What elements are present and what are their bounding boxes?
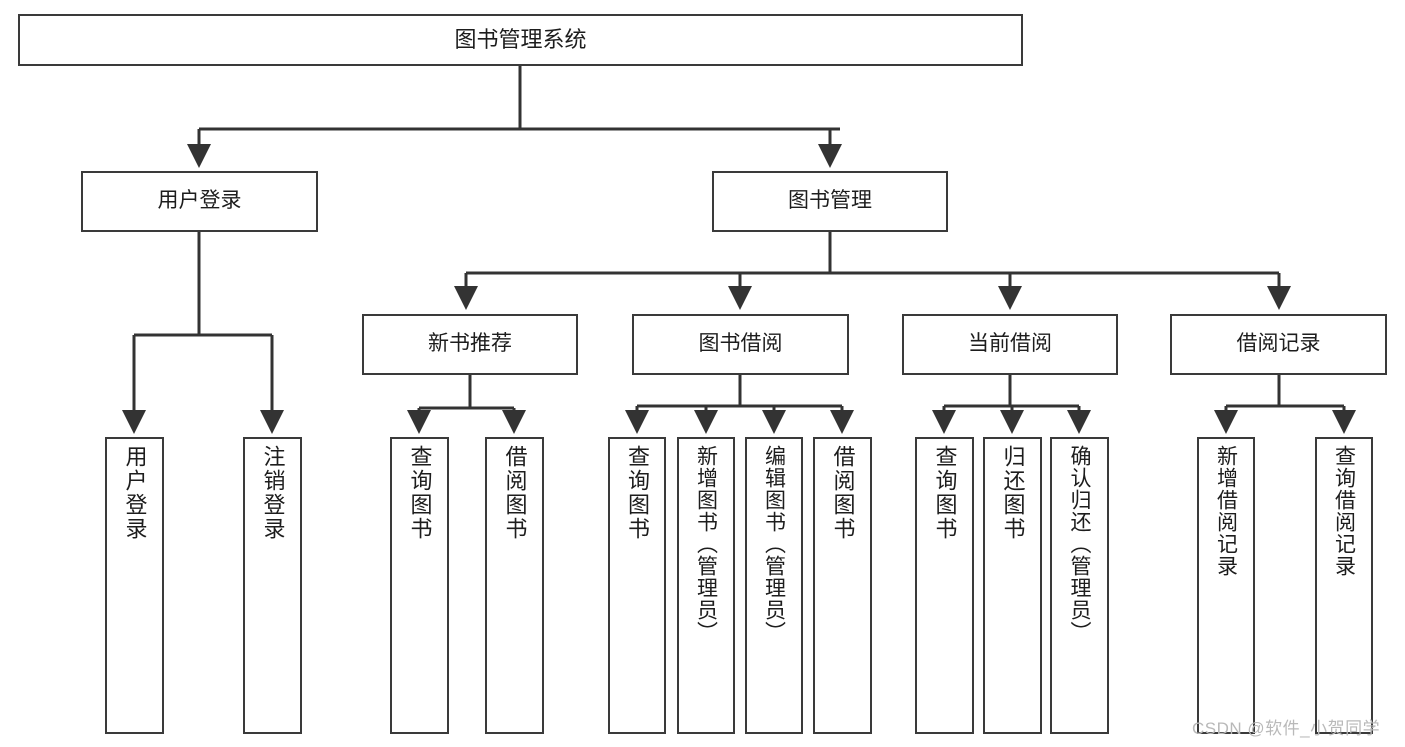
leaf-return-book[interactable]: 归还图书 bbox=[983, 437, 1042, 734]
node-label: 当前借阅 bbox=[968, 332, 1052, 356]
node-root-book-management-system[interactable]: 图书管理系统 bbox=[18, 14, 1023, 66]
leaf-query-book-current[interactable]: 查询图书 bbox=[915, 437, 974, 734]
node-label: 借阅图书 bbox=[830, 445, 856, 541]
node-label: 查询借阅记录 bbox=[1332, 445, 1356, 577]
node-book-borrow[interactable]: 图书借阅 bbox=[632, 314, 849, 375]
node-label: 借阅记录 bbox=[1236, 332, 1321, 356]
node-label: 查询图书 bbox=[932, 445, 958, 541]
node-label: 图书管理系统 bbox=[454, 27, 587, 53]
leaf-user-login[interactable]: 用户登录 bbox=[105, 437, 164, 734]
leaf-query-borrow-record[interactable]: 查询借阅记录 bbox=[1315, 437, 1373, 734]
leaf-add-borrow-record[interactable]: 新增借阅记录 bbox=[1197, 437, 1255, 734]
node-book-management[interactable]: 图书管理 bbox=[712, 171, 948, 232]
node-label: 用户登录 bbox=[122, 445, 148, 541]
node-label: 用户登录 bbox=[157, 189, 242, 213]
node-label: 查询图书 bbox=[625, 445, 650, 541]
leaf-confirm-return-admin[interactable]: 确认归还（管理员） bbox=[1050, 437, 1109, 734]
leaf-borrow-book-recommend[interactable]: 借阅图书 bbox=[485, 437, 544, 734]
leaf-add-book-admin[interactable]: 新增图书（管理员） bbox=[677, 437, 735, 734]
node-label: 归还图书 bbox=[1000, 445, 1026, 541]
leaf-logout[interactable]: 注销登录 bbox=[243, 437, 302, 734]
node-label: 新书推荐 bbox=[428, 332, 512, 356]
leaf-query-book-recommend[interactable]: 查询图书 bbox=[390, 437, 449, 734]
node-label: 新增借阅记录 bbox=[1214, 445, 1238, 577]
node-label: 确认归还（管理员） bbox=[1068, 445, 1091, 643]
node-label: 图书管理 bbox=[788, 189, 872, 213]
node-label: 注销登录 bbox=[260, 445, 286, 541]
node-label: 借阅图书 bbox=[502, 445, 528, 541]
node-label: 图书借阅 bbox=[698, 332, 783, 356]
node-borrow-record[interactable]: 借阅记录 bbox=[1170, 314, 1387, 375]
leaf-edit-book-admin[interactable]: 编辑图书（管理员） bbox=[745, 437, 803, 734]
node-label: 编辑图书（管理员） bbox=[762, 445, 786, 643]
leaf-borrow-book[interactable]: 借阅图书 bbox=[813, 437, 872, 734]
node-new-book-recommend[interactable]: 新书推荐 bbox=[362, 314, 578, 375]
node-current-borrow[interactable]: 当前借阅 bbox=[902, 314, 1118, 375]
node-label: 新增图书（管理员） bbox=[694, 445, 718, 643]
node-user-login[interactable]: 用户登录 bbox=[81, 171, 318, 232]
node-label: 查询图书 bbox=[407, 445, 433, 541]
leaf-query-book-borrow[interactable]: 查询图书 bbox=[608, 437, 666, 734]
